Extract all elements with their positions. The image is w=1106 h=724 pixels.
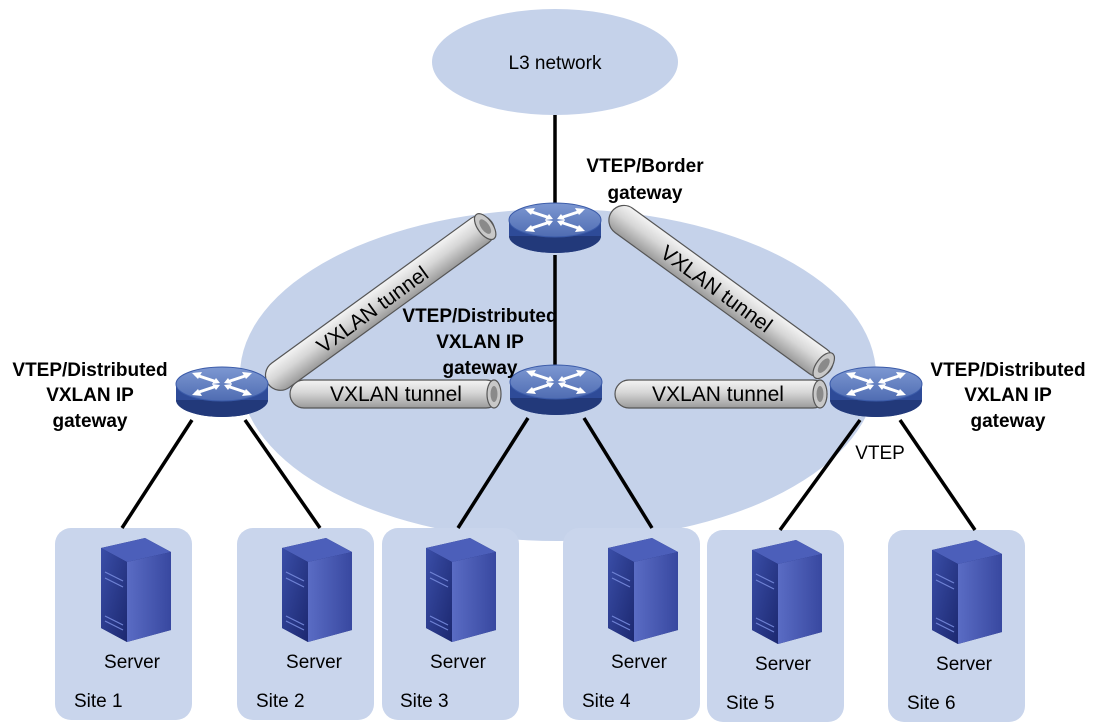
- svg-text:gateway: gateway: [443, 358, 518, 379]
- site-6-server-icon: [931, 539, 1003, 645]
- border-gateway-label: VTEP/Border gateway: [586, 156, 704, 204]
- svg-text:VTEP/Distributed: VTEP/Distributed: [12, 360, 167, 381]
- site-3-label: Site 3: [400, 691, 449, 712]
- site-6-label: Site 6: [907, 693, 956, 714]
- svg-text:VXLAN IP: VXLAN IP: [436, 332, 524, 353]
- link-center-to-site3: [456, 417, 530, 529]
- link-right-to-site6: [898, 419, 977, 531]
- site-2-server-label: Server: [286, 652, 343, 673]
- site-3-server-icon: [425, 537, 497, 643]
- site-4-label: Site 4: [582, 691, 631, 712]
- site-3-server-label: Server: [430, 652, 487, 673]
- site-1-label: Site 1: [74, 691, 123, 712]
- tunnel-center-to-right: VXLAN tunnel: [614, 379, 828, 409]
- site-5-server-label: Server: [755, 654, 812, 675]
- site-4-server-icon: [607, 537, 679, 643]
- right-gateway-label: VTEP/Distributed VXLAN IP gateway: [930, 360, 1085, 432]
- link-left-to-site1: [120, 419, 194, 529]
- site-5-server-icon: [751, 539, 823, 645]
- right-gateway-router-icon: [828, 365, 924, 419]
- l3-network-cloud: [432, 9, 678, 115]
- left-gateway-label: VTEP/Distributed VXLAN IP gateway: [12, 360, 167, 432]
- svg-text:gateway: gateway: [608, 183, 683, 204]
- svg-text:gateway: gateway: [53, 411, 128, 432]
- site-4-server-label: Server: [611, 652, 668, 673]
- right-vtep-label: VTEP: [855, 443, 905, 464]
- site-1-server-label: Server: [104, 652, 161, 673]
- site-1-server-icon: [100, 537, 172, 643]
- svg-text:VTEP/Distributed: VTEP/Distributed: [930, 360, 1085, 381]
- svg-text:VXLAN IP: VXLAN IP: [964, 385, 1052, 406]
- link-left-to-site2: [243, 419, 322, 529]
- left-gateway-router-icon: [174, 365, 270, 419]
- center-gateway-label: VTEP/Distributed VXLAN IP gateway: [402, 306, 557, 379]
- site-2-label: Site 2: [256, 691, 305, 712]
- site-6-server-label: Server: [936, 654, 993, 675]
- center-gateway-router-icon: [508, 363, 604, 417]
- svg-text:VXLAN IP: VXLAN IP: [46, 385, 134, 406]
- tunnel-label-left-center: VXLAN tunnel: [330, 383, 462, 406]
- svg-text:VTEP/Border: VTEP/Border: [586, 156, 704, 177]
- tunnel-left-to-center: VXLAN tunnel: [289, 379, 502, 409]
- link-center-to-site4: [582, 417, 654, 529]
- l3-network-label: L3 network: [509, 53, 602, 74]
- border-gateway-router-icon: [507, 201, 603, 255]
- svg-text:gateway: gateway: [971, 411, 1046, 432]
- site-2-server-icon: [281, 537, 353, 643]
- site-5-label: Site 5: [726, 693, 775, 714]
- tunnel-label-center-right: VXLAN tunnel: [652, 383, 784, 406]
- svg-text:VTEP/Distributed: VTEP/Distributed: [402, 306, 557, 327]
- link-right-to-site5: [778, 418, 862, 532]
